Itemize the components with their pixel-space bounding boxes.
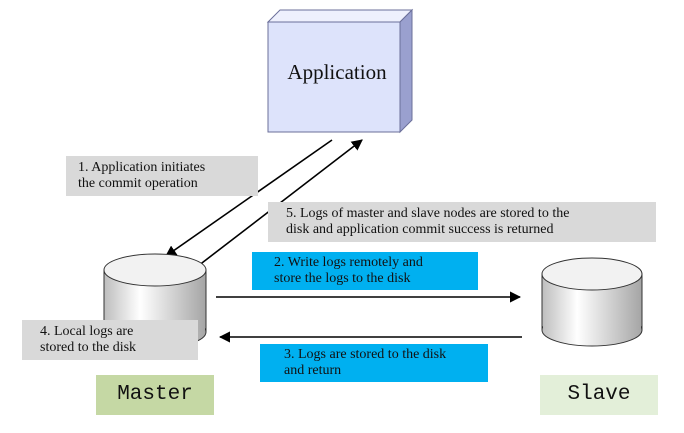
step-2-label: 2. Write logs remotely and store the log… <box>252 252 478 290</box>
step-4-label: 4. Local logs are stored to the disk <box>22 320 198 360</box>
step-1-label: 1. Application initiates the commit oper… <box>66 156 258 196</box>
arrow-app-to-master <box>165 139 333 257</box>
step-3-label: 3. Logs are stored to the disk and retur… <box>260 344 488 382</box>
slave-database <box>541 257 643 347</box>
master-label: Master <box>96 375 214 415</box>
application-label: Application <box>287 60 387 84</box>
slave-label: Slave <box>540 375 658 415</box>
application-box <box>266 8 414 134</box>
step-5-label: 5. Logs of master and slave nodes are st… <box>268 202 656 242</box>
